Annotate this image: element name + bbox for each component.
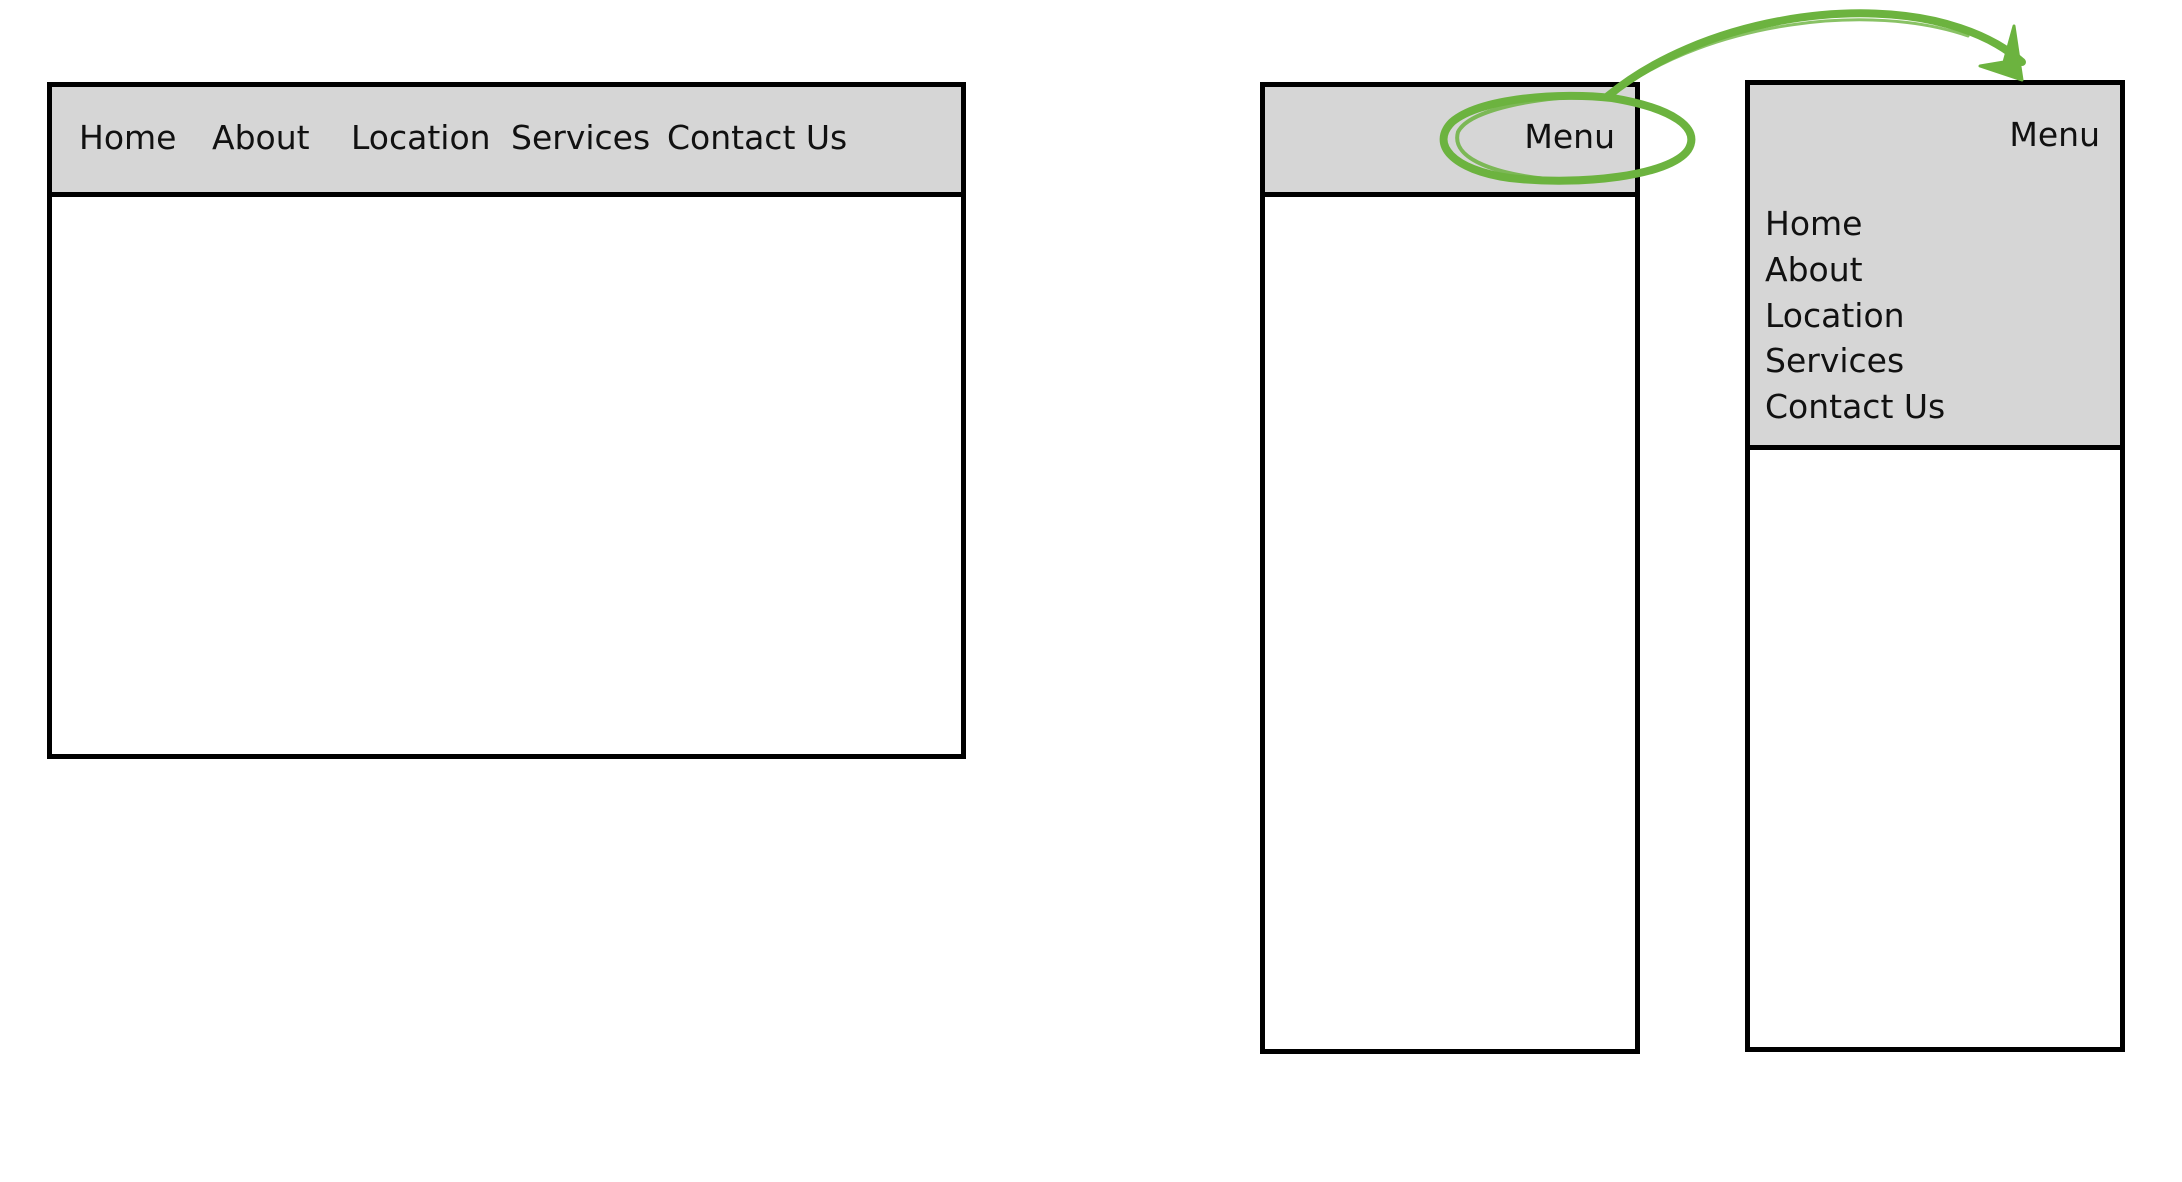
arrow-head-icon xyxy=(1978,24,2024,82)
menu-item-services[interactable]: Services xyxy=(1765,341,1905,380)
desktop-nav-contact-us[interactable]: Contact Us xyxy=(667,118,848,157)
desktop-nav: Home About Location Services Contact Us xyxy=(52,87,961,192)
expanded-menu-panel: Home About Location Services Contact Us xyxy=(1750,188,2120,450)
menu-button[interactable]: Menu xyxy=(2009,115,2100,154)
desktop-nav-bar: Home About Location Services Contact Us xyxy=(52,87,961,197)
desktop-nav-home[interactable]: Home xyxy=(79,118,177,157)
mobile-collapsed-header: Menu xyxy=(1265,87,1635,197)
menu-item-contact-us[interactable]: Contact Us xyxy=(1765,387,1946,426)
desktop-nav-services[interactable]: Services xyxy=(511,118,651,157)
mobile-expanded-header: Menu xyxy=(1750,85,2120,193)
desktop-wireframe: Home About Location Services Contact Us xyxy=(47,82,966,759)
desktop-nav-location[interactable]: Location xyxy=(351,118,491,157)
mobile-collapsed-wireframe: Menu xyxy=(1260,82,1640,1054)
desktop-nav-about[interactable]: About xyxy=(212,118,310,157)
menu-button[interactable]: Menu xyxy=(1524,117,1615,156)
mobile-expanded-wireframe: Menu Home About Location Services Contac… xyxy=(1745,80,2125,1052)
menu-item-about[interactable]: About xyxy=(1765,250,1863,289)
menu-item-home[interactable]: Home xyxy=(1765,204,1863,243)
menu-item-location[interactable]: Location xyxy=(1765,296,1905,335)
